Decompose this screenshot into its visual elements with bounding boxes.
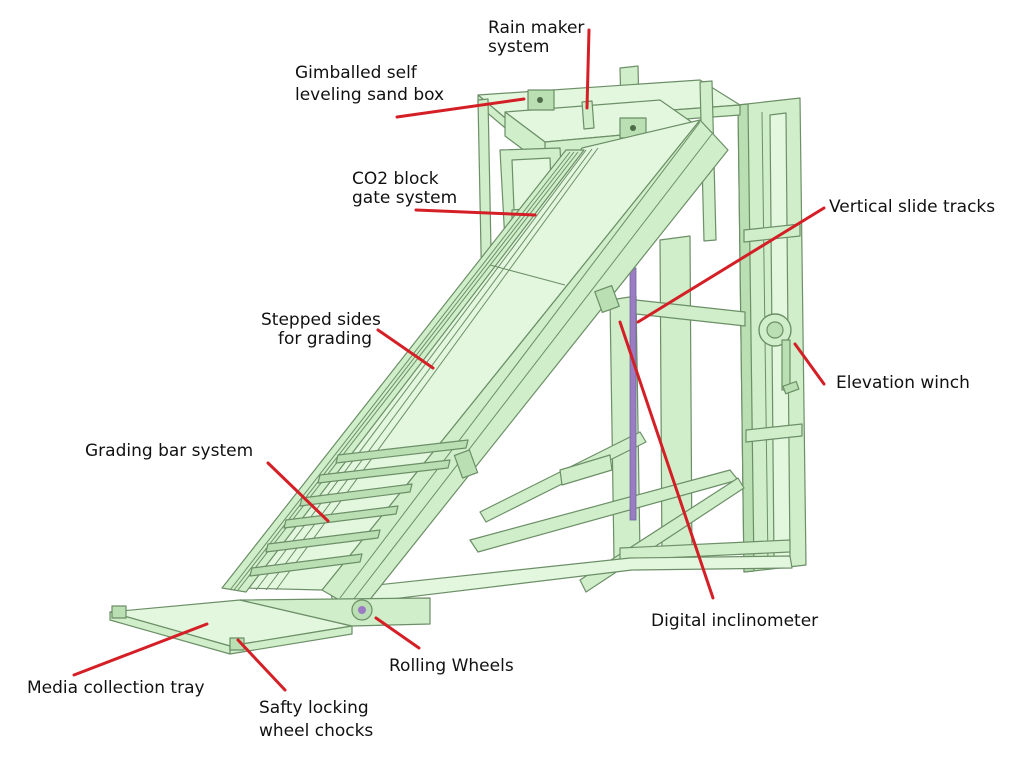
label-stepped-line1: Stepped sides [261,310,381,330]
label-sand-box-line1: Gimballed self [295,63,417,83]
label-rain-maker-line2: system [488,37,550,57]
side-frame [329,235,793,607]
winch [758,313,800,395]
label-vertical-tracks: Vertical slide tracks [829,197,996,217]
label-stepped-line2: for grading [278,329,373,349]
callout-elevation-winch [793,342,826,386]
label-rolling-wheels: Rolling Wheels [389,656,514,676]
inclinometer-strip [629,267,637,521]
label-stepped-sides: Stepped sides for grading [261,311,381,349]
callout-stepped-sides [376,328,435,370]
label-chocks-line2: wheel chocks [259,721,374,741]
callout-rain-maker [585,28,591,110]
label-inclinometer: Digital inclinometer [651,611,819,631]
label-elevation-winch: Elevation winch [836,373,970,393]
callout-co2-gate [414,208,537,217]
callout-vertical-tracks [636,206,826,324]
callout-lines [72,28,826,692]
callout-sand-box [395,97,526,119]
label-rain-maker: Rain maker system [488,19,584,57]
label-co2-line1: CO2 block [352,169,439,189]
label-rain-maker-line1: Rain maker [488,18,585,38]
callout-grading-bar [266,461,330,523]
label-co2-line2: gate system [352,188,458,208]
callout-chocks [236,638,287,692]
label-sand-box-line2: leveling sand box [295,85,445,105]
label-chocks: Safty locking wheel chocks [259,699,373,741]
callout-rolling-wheels [374,616,421,650]
label-sand-box: Gimballed self leveling sand box [295,64,444,105]
collection-tray [109,597,431,655]
rolling-wheel [351,599,373,621]
label-co2-gate: CO2 block gate system [352,170,457,208]
label-chocks-line1: Safty locking [259,698,369,718]
callout-inclinometer [618,320,715,600]
label-grading-bar: Grading bar system [85,441,254,461]
callout-media-tray [72,622,209,677]
grading-bars [249,439,469,577]
label-media-tray: Media collection tray [27,678,205,698]
